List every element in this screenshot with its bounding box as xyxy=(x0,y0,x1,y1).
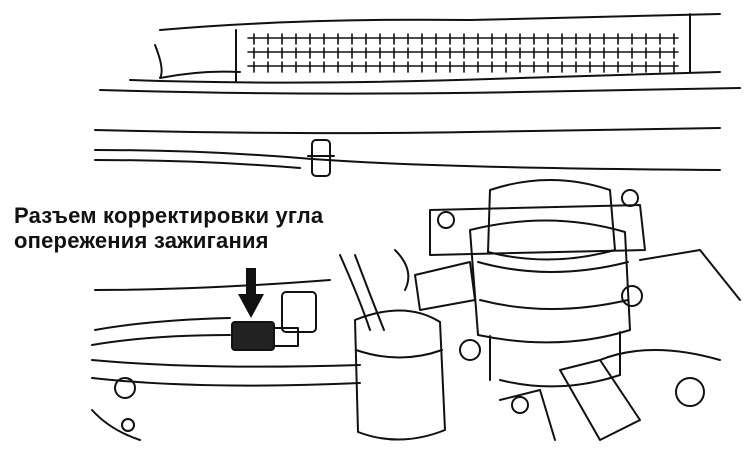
hoses xyxy=(91,249,410,441)
ignition-timing-connector xyxy=(231,291,317,351)
firewall-bolt xyxy=(311,139,331,177)
down-arrow-icon xyxy=(238,268,264,318)
reservoir xyxy=(429,179,646,388)
annotation-line-2: опережения зажигания xyxy=(14,228,269,253)
grille-slots xyxy=(247,33,679,73)
annotation-line-1: Разъем корректировки угла xyxy=(14,203,324,228)
right-components xyxy=(499,249,741,441)
firewall-panel xyxy=(94,127,721,177)
lower-canister xyxy=(354,261,481,441)
cowl-grille xyxy=(99,13,741,95)
